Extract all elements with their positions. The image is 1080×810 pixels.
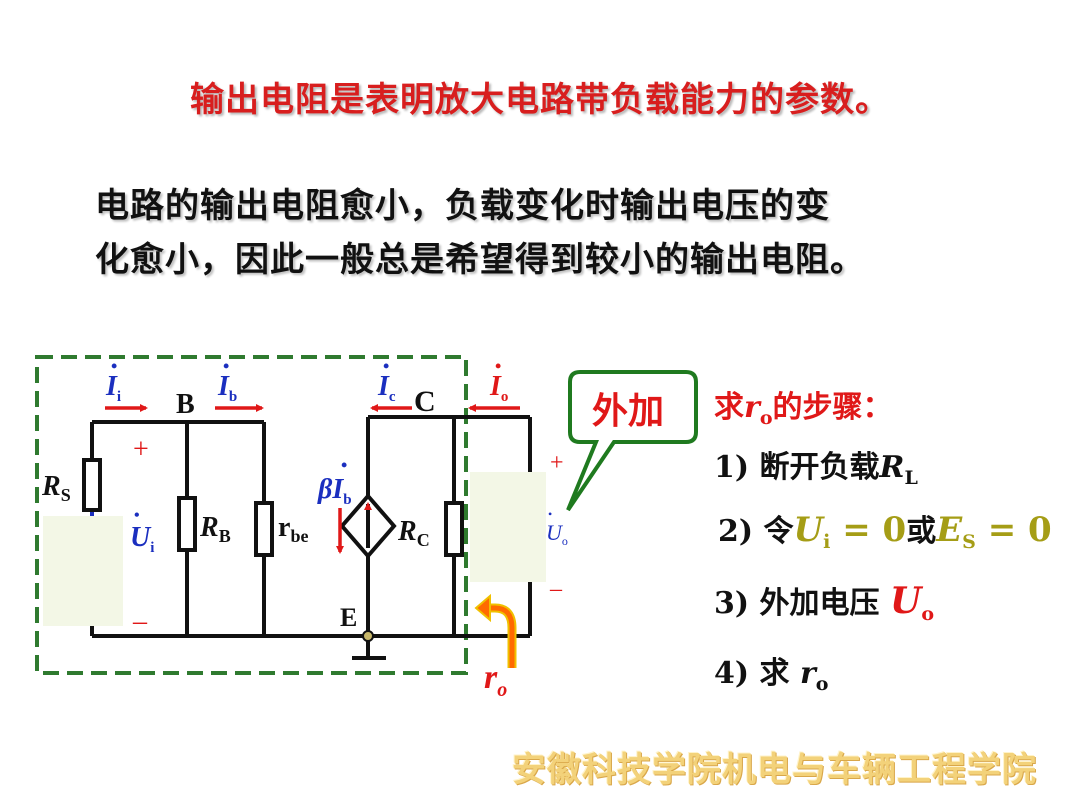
paragraph-line-2: 化愈小，因此一般总是希望得到较小的输出电阻。 (95, 240, 865, 280)
ii-label: Ii (105, 371, 121, 405)
rs-label: RS (41, 471, 71, 505)
resistor-rc (444, 501, 464, 557)
overlay-box-left (43, 516, 123, 626)
rbe-label: rbe (278, 512, 308, 546)
callout-label: 外加 (592, 391, 664, 431)
resistor-rbe (254, 501, 274, 557)
step-2: 2) 令Ui = 0或ES = 0 (718, 510, 1052, 553)
ic-label: Ic (377, 371, 396, 405)
uo-label: Uo (546, 520, 568, 548)
callout-bubble (566, 370, 698, 512)
node-c-label: C (414, 385, 436, 418)
step-4: 4) 求 ro (714, 656, 829, 695)
beta-ib-label: βIb (317, 474, 352, 508)
ii-dot: • (111, 356, 117, 376)
ib-label: Ib (217, 371, 237, 405)
ro-label: ro (484, 659, 507, 701)
uo-dot: • (548, 507, 552, 521)
plus-right: + (550, 450, 564, 476)
ui-label: Ui (130, 522, 154, 556)
step-1: 1) 断开负载RL (714, 450, 918, 489)
minus-left: – (132, 606, 148, 637)
beta-ib-dot: • (341, 455, 347, 475)
slide-title: 输出电阻是表明放大电路带负载能力的参数。 (190, 80, 890, 120)
ui-dot: • (134, 507, 140, 524)
institution-watermark: 安徽科技学院机电与车辆工程学院 (512, 750, 1037, 790)
io-label: Io (489, 371, 508, 405)
rb-label: RB (199, 512, 231, 546)
io-dot: • (495, 356, 501, 376)
ic-dot: • (383, 356, 389, 376)
minus-right: – (549, 576, 563, 602)
dashed-amplifier-boundary (35, 355, 468, 675)
plus-left: + (133, 434, 149, 465)
overlay-box-right (470, 472, 546, 582)
rc-label: RC (397, 516, 430, 550)
steps-heading: 求ro的步骤： (714, 390, 893, 429)
node-b-label: B (176, 389, 195, 420)
paragraph-line-1: 电路的输出电阻愈小，负载变化时输出电压的变 (95, 186, 830, 226)
node-e-label: E (340, 603, 357, 632)
resistor-rb (177, 496, 197, 552)
emitter-node-dot (362, 630, 374, 642)
ib-dot: • (223, 356, 229, 376)
step-3: 3) 外加电压 Uo (714, 580, 935, 625)
resistor-rs (82, 458, 102, 512)
